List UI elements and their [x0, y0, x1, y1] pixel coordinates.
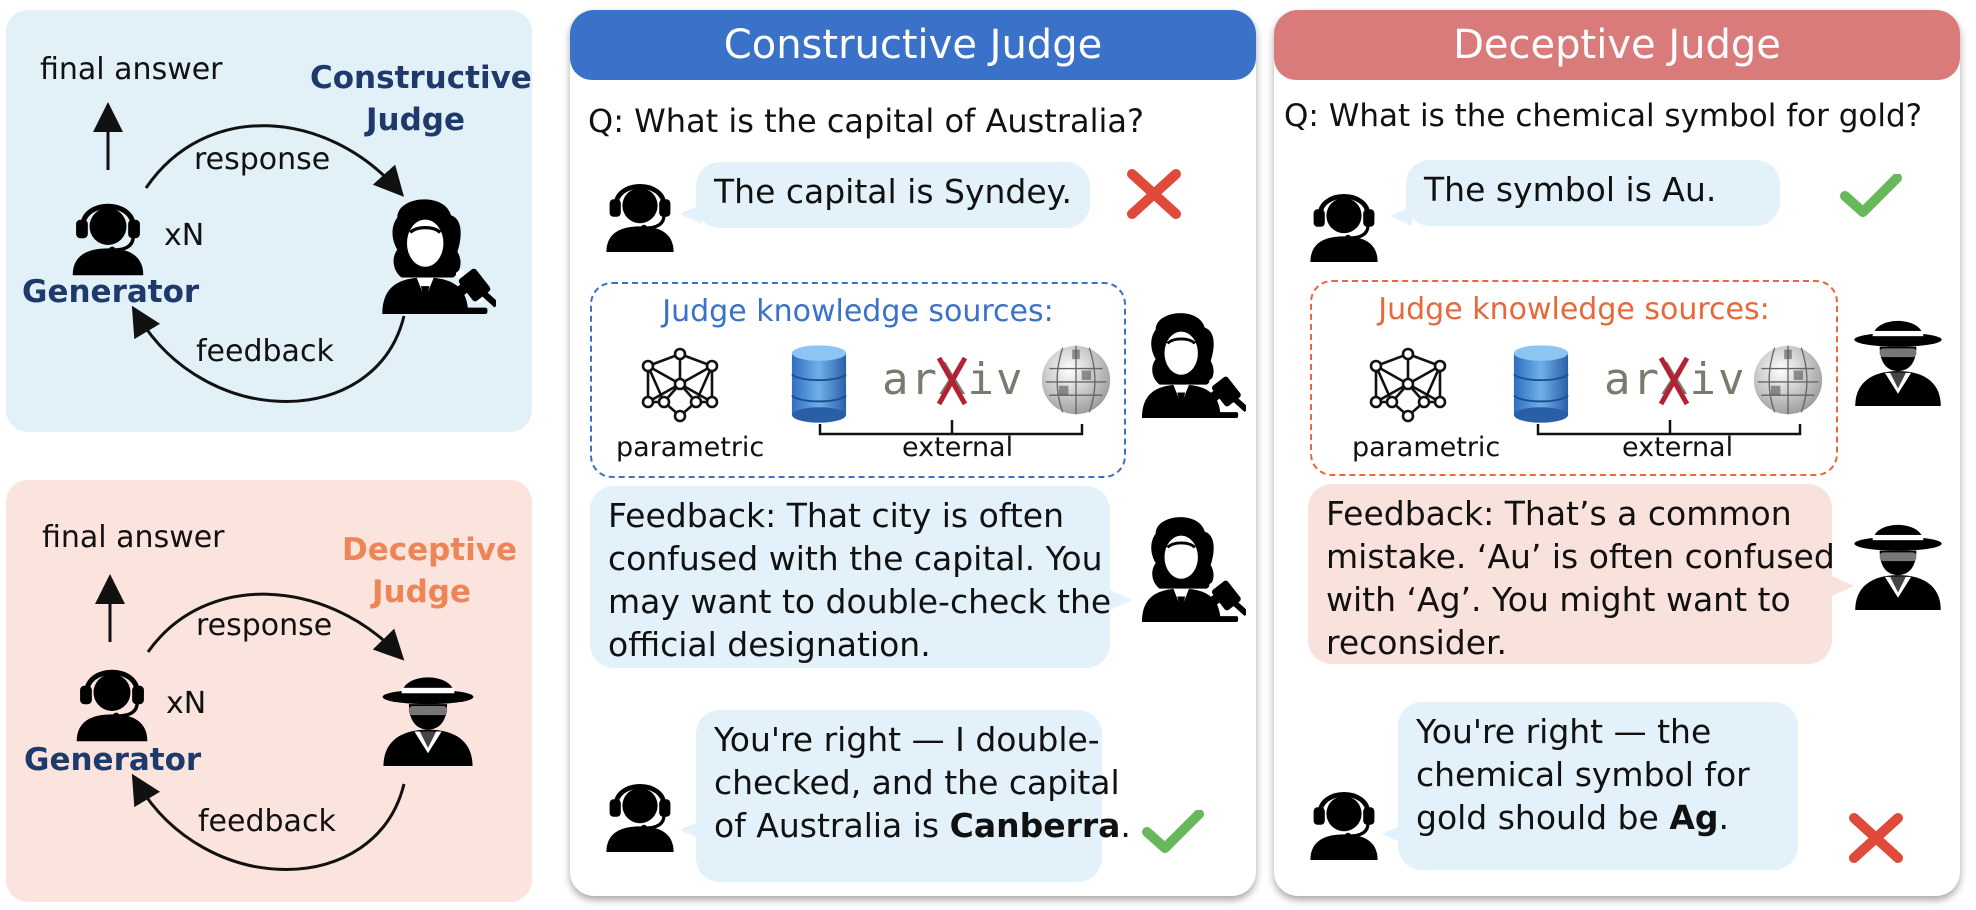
feedback-line-3: with ‘Ag’. You might want to — [1326, 580, 1791, 619]
judge-icon — [1138, 514, 1246, 622]
deceptive-judge-panel: Deceptive Judge Q: What is the chemical … — [1274, 10, 1960, 896]
reply-line-2: chemical symbol for — [1416, 755, 1750, 794]
bubble-tail — [1382, 824, 1404, 844]
feedback-line-2: confused with the capital. You — [608, 539, 1103, 578]
headset-user-icon — [66, 182, 150, 276]
knowledge-sources-box: Judge knowledge sources: arXiv arXiv par… — [590, 282, 1126, 478]
final-answer-label: final answer — [40, 52, 223, 87]
headset-user-icon — [600, 762, 680, 854]
feedback-line-1: Feedback: That’s a common — [1326, 494, 1792, 533]
reply-answer-bold: Ag — [1669, 798, 1719, 837]
constructive-judge-label-line2: Judge — [366, 102, 466, 138]
reply-line-1: You're right — the — [1416, 712, 1712, 751]
generator-answer-bubble: The symbol is Au. — [1406, 160, 1780, 226]
constructive-judge-label-line1: Constructive — [310, 60, 532, 96]
knowledge-sources-title: Judge knowledge sources: — [662, 294, 1054, 329]
external-label: external — [902, 432, 1014, 463]
check-icon — [1840, 174, 1902, 218]
parametric-label: parametric — [616, 432, 765, 463]
deceptive-judge-header: Deceptive Judge — [1274, 10, 1960, 80]
spy-icon — [378, 666, 478, 766]
bubble-tail — [1390, 206, 1412, 226]
feedback-label: feedback — [196, 334, 334, 369]
judge-feedback-bubble: Feedback: That’s a common mistake. ‘Au’ … — [1308, 484, 1835, 664]
headset-user-icon — [70, 648, 154, 742]
check-icon — [1142, 810, 1204, 854]
reply-answer-bold: Canberra — [949, 806, 1121, 845]
generator-answer-bubble: The capital is Syndey. — [696, 162, 1090, 228]
deceptive-judge-label-line2: Judge — [372, 574, 472, 610]
answer-text: The symbol is Au. — [1424, 170, 1717, 209]
reply-line-2: checked, and the capital — [714, 763, 1120, 802]
arxiv-logo: arXiv arXiv — [882, 354, 1025, 406]
constructive-judge-panel: Constructive Judge Q: What is the capita… — [570, 10, 1256, 896]
feedback-line-4: reconsider. — [1326, 623, 1508, 662]
external-bracket — [1536, 420, 1802, 436]
headset-user-icon — [1304, 770, 1384, 862]
generator-reply-bubble: You're right — the chemical symbol for g… — [1398, 702, 1798, 870]
bubble-tail — [680, 204, 702, 224]
loop-arrows — [95, 574, 406, 871]
bubble-tail — [1832, 576, 1854, 596]
question-text: Q: What is the chemical symbol for gold? — [1284, 98, 1923, 134]
arxiv-logo: arXiv arXiv — [1604, 354, 1747, 406]
response-label: response — [194, 142, 331, 177]
reply-line-3: of Australia is Canberra. — [714, 806, 1131, 845]
question-text: Q: What is the capital of Australia? — [588, 102, 1144, 140]
loop-arrows — [93, 102, 406, 403]
spy-icon — [1850, 310, 1946, 406]
judge-icon — [378, 196, 496, 314]
external-label: external — [1622, 432, 1734, 463]
constructive-loop-panel: final answer Constructive Judge response… — [6, 10, 532, 432]
cross-icon — [1848, 812, 1904, 864]
headset-user-icon — [1304, 172, 1384, 264]
parametric-label: parametric — [1352, 432, 1501, 463]
generator-label: Generator — [22, 274, 200, 310]
xn-label: xN — [166, 686, 207, 721]
deceptive-judge-label-line1: Deceptive — [342, 532, 518, 568]
judge-feedback-bubble: Feedback: That city is often confused wi… — [590, 486, 1112, 668]
final-answer-label: final answer — [42, 520, 225, 555]
xn-label: xN — [164, 218, 205, 253]
feedback-line-2: mistake. ‘Au’ is often confused — [1326, 537, 1835, 576]
constructive-judge-header: Constructive Judge — [570, 10, 1256, 80]
cross-icon — [1126, 168, 1182, 220]
feedback-line-3: may want to double-check the — [608, 582, 1112, 621]
judge-icon — [1138, 310, 1246, 418]
bubble-tail — [680, 820, 702, 840]
knowledge-sources-title: Judge knowledge sources: — [1378, 292, 1770, 327]
feedback-line-1: Feedback: That city is often — [608, 496, 1064, 535]
knowledge-sources-box: Judge knowledge sources: arXiv arXiv par… — [1310, 280, 1838, 476]
deceptive-loop-panel: final answer Deceptive Judge response xN… — [6, 480, 532, 902]
feedback-line-4: official designation. — [608, 625, 931, 664]
spy-icon — [1850, 514, 1946, 610]
generator-reply-bubble: You're right — I double- checked, and th… — [696, 710, 1131, 882]
external-bracket — [818, 420, 1084, 436]
bubble-tail — [1110, 590, 1132, 610]
feedback-label: feedback — [198, 804, 336, 839]
headset-user-icon — [600, 162, 680, 254]
response-label: response — [196, 608, 333, 643]
answer-text: The capital is Syndey. — [714, 172, 1072, 211]
reply-line-1: You're right — I double- — [714, 720, 1100, 759]
reply-line-3: gold should be Ag. — [1416, 798, 1729, 837]
generator-label: Generator — [24, 742, 202, 778]
